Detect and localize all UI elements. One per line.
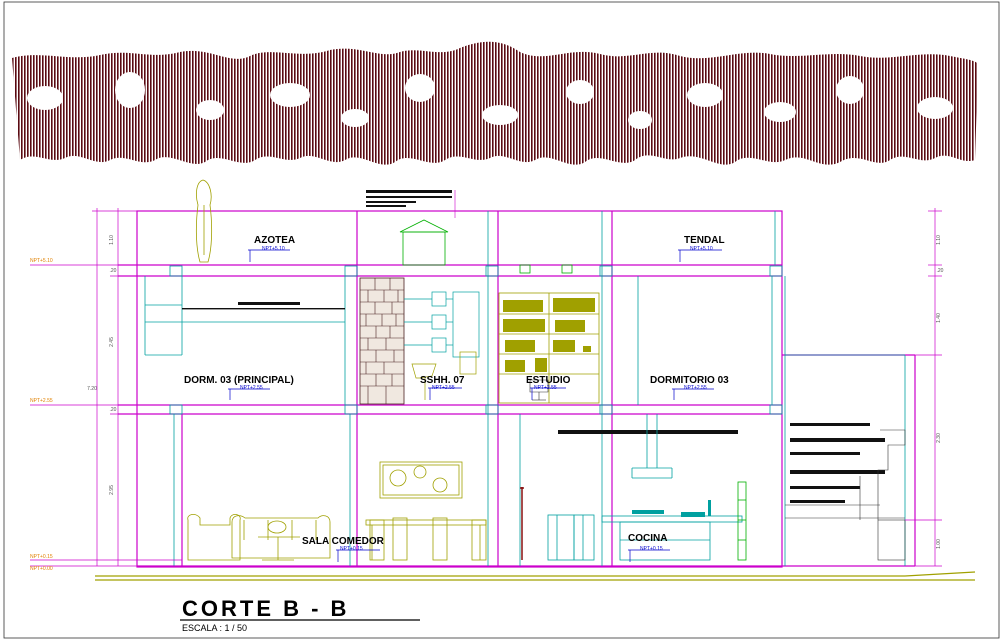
tree-canopy-band (12, 41, 978, 165)
drawing-title: CORTE B - B (182, 596, 349, 621)
svg-text:.20: .20 (110, 268, 117, 274)
label-sshh: SSHH. 07 (420, 375, 465, 386)
upper-floor-furniture (182, 291, 600, 404)
ground-line (95, 571, 976, 581)
svg-text:NPT+2.55: NPT+2.55 (684, 385, 707, 391)
sheet-border (3, 1, 1000, 639)
stone-wall (359, 277, 405, 405)
svg-text:2.45: 2.45 (109, 337, 115, 347)
right-dimension-labels: 1.10 .20 1.40 2.30 1.00 (936, 235, 944, 549)
svg-text:NPT+0.00: NPT+0.00 (30, 566, 53, 572)
svg-text:NPT+2.55: NPT+2.55 (30, 398, 53, 404)
label-dormitorio03: DORMITORIO 03 (650, 375, 729, 386)
svg-text:NPT+0.15: NPT+0.15 (30, 554, 53, 560)
drawing-scale: ESCALA : 1 / 50 (182, 623, 247, 633)
label-azotea: AZOTEA (254, 235, 295, 246)
level-markers (228, 249, 722, 562)
svg-text:NPT+2.55: NPT+2.55 (432, 385, 455, 391)
svg-text:NPT+2.55: NPT+2.55 (240, 385, 263, 391)
label-dorm03-principal: DORM. 03 (PRINCIPAL) (184, 375, 294, 386)
rooftop-elements (195, 179, 573, 274)
column-hatches (169, 265, 783, 415)
svg-text:7.20: 7.20 (87, 386, 97, 392)
room-labels: AZOTEA NPT+5.10 TENDAL NPT+5.10 DORM. 03… (184, 235, 729, 552)
label-estudio: ESTUDIO (526, 375, 571, 386)
kitchen-elements (547, 414, 747, 561)
left-dimension-chain (30, 208, 182, 567)
title-block: CORTE B - B ESCALA : 1 / 50 (180, 596, 420, 633)
svg-text:1.10: 1.10 (109, 235, 115, 245)
right-dimension-chain (905, 208, 942, 567)
label-tendal: TENDAL (684, 235, 725, 246)
svg-text:2.30: 2.30 (936, 433, 942, 443)
svg-text:NPT+5.10: NPT+5.10 (30, 258, 53, 264)
svg-text:1.40: 1.40 (936, 313, 942, 323)
svg-text:NPT+5.10: NPT+5.10 (262, 246, 285, 252)
svg-text:2.95: 2.95 (109, 485, 115, 495)
svg-text:.20: .20 (937, 268, 944, 274)
svg-text:NPT+0.15: NPT+0.15 (640, 546, 663, 552)
svg-text:NPT+0.15: NPT+0.15 (340, 546, 363, 552)
svg-text:NPT+5.10: NPT+5.10 (690, 246, 713, 252)
stair-section (785, 423, 906, 561)
svg-text:1.10: 1.10 (936, 235, 942, 245)
svg-text:NPT+2.55: NPT+2.55 (534, 385, 557, 391)
ground-floor-furniture (187, 461, 524, 561)
left-dimension-labels: 1.10 .20 2.45 .20 2.95 7.20 NPT+5.10 NPT… (30, 235, 117, 572)
svg-text:.20: .20 (110, 407, 117, 413)
svg-text:1.00: 1.00 (936, 539, 942, 549)
label-sala-comedor: SALA COMEDOR (302, 536, 385, 547)
label-cocina: COCINA (628, 533, 667, 544)
wall-lines (144, 211, 906, 566)
